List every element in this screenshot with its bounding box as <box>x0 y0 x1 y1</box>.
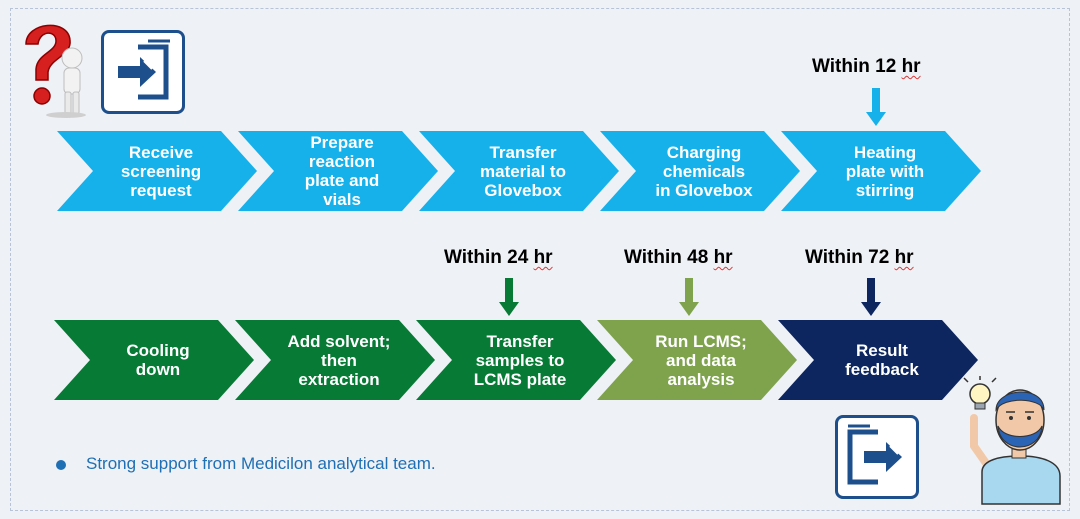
timeline-label-12hr: Within 12 hr <box>812 56 921 77</box>
timeline-label-72hr: Within 72 hr <box>805 247 914 268</box>
sign-in-icon <box>118 39 170 100</box>
question-mark-figure-icon <box>25 24 86 118</box>
arrow-down-icon <box>499 278 519 316</box>
arrow-down-icon <box>866 88 886 126</box>
man-idea-lightbulb-icon <box>963 376 1061 505</box>
timeline-label-24hr: Within 24 hr <box>444 247 553 268</box>
sign-in-icon-box <box>101 30 185 114</box>
arrow-down-icon <box>861 278 881 316</box>
timeline-label-48hr: Within 48 hr <box>624 247 733 268</box>
step-cooling-down: Cooling down <box>54 320 254 400</box>
sign-out-icon <box>847 424 902 485</box>
step-heating-plate: Heating plate with stirring <box>781 131 981 211</box>
bullet-text: Strong support from Medicilon analytical… <box>86 454 436 473</box>
bullet-dot <box>56 460 66 470</box>
step-run-lcms: Run LCMS; and data analysis <box>597 320 797 400</box>
slide-frame <box>10 8 1070 511</box>
sign-out-icon-box <box>835 415 919 499</box>
arrow-down-icon <box>679 278 699 316</box>
